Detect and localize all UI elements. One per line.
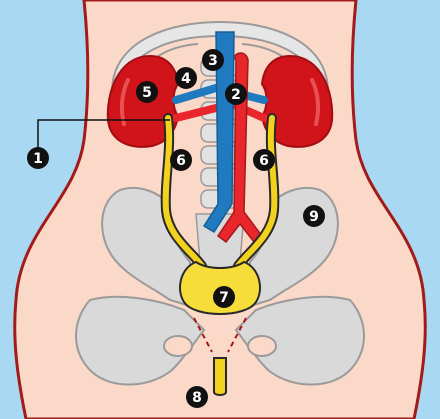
svg-text:9: 9 bbox=[309, 209, 319, 225]
svg-text:5: 5 bbox=[142, 85, 152, 101]
svg-text:1: 1 bbox=[33, 151, 43, 167]
obturator-left bbox=[164, 336, 192, 356]
svg-text:6: 6 bbox=[176, 153, 186, 169]
svg-text:8: 8 bbox=[192, 390, 202, 406]
marker-2: 2 bbox=[225, 83, 247, 105]
urethra bbox=[214, 358, 226, 395]
obturator-right bbox=[248, 336, 276, 356]
marker-6-right: 6 bbox=[253, 149, 275, 171]
marker-6-left: 6 bbox=[170, 149, 192, 171]
svg-text:4: 4 bbox=[181, 71, 191, 87]
marker-1: 1 bbox=[27, 147, 49, 169]
marker-4: 4 bbox=[175, 67, 197, 89]
svg-text:7: 7 bbox=[219, 290, 229, 306]
svg-text:6: 6 bbox=[259, 153, 269, 169]
marker-8: 8 bbox=[186, 386, 208, 408]
svg-text:2: 2 bbox=[231, 87, 241, 103]
marker-9: 9 bbox=[303, 205, 325, 227]
marker-7: 7 bbox=[213, 286, 235, 308]
marker-3: 3 bbox=[202, 49, 224, 71]
svg-text:3: 3 bbox=[208, 53, 218, 69]
marker-5: 5 bbox=[136, 81, 158, 103]
